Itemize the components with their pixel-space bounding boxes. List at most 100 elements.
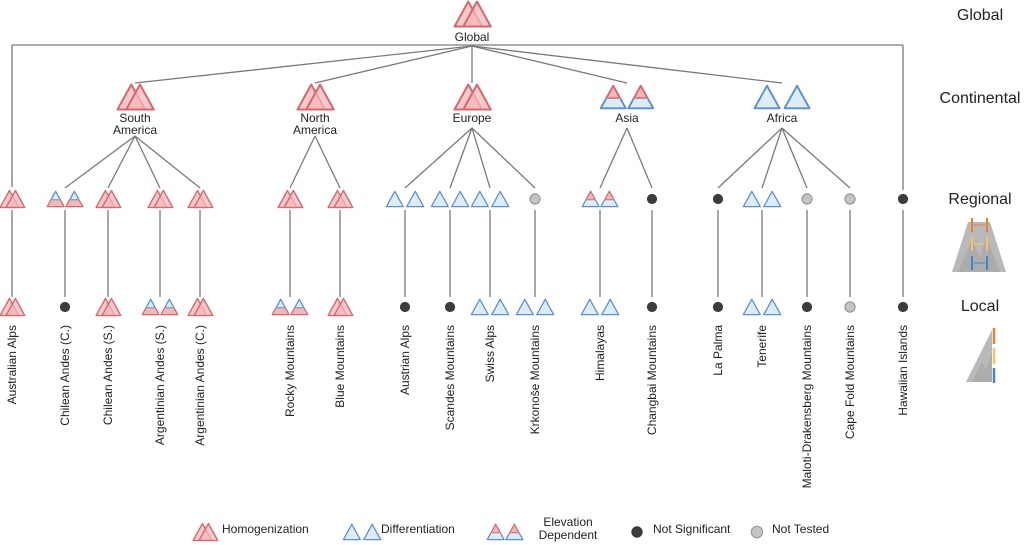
regional-elevation-dependent-inverse-icon [46, 190, 84, 208]
tree-edge [471, 45, 628, 84]
site-label: Swiss Alps [483, 325, 497, 382]
continent-node-icon-eu [453, 83, 492, 111]
elevation-dependent-icon [486, 523, 524, 541]
tree-edge [626, 127, 653, 189]
tree-edge [471, 127, 491, 189]
site-label: Himalayas [593, 325, 607, 381]
site-column [897, 193, 909, 313]
site-column [430, 190, 470, 313]
regional-homogenization-icon [187, 189, 214, 209]
tree-edge [761, 127, 783, 189]
site-column [0, 189, 26, 317]
local-not-significant-dot-icon [59, 301, 71, 313]
tree-edge [134, 45, 473, 84]
legend-item-not-tested: Not Tested [750, 522, 829, 539]
tree-edge [471, 127, 536, 189]
tree-edge [64, 135, 136, 189]
level-label-local: Local [961, 298, 999, 315]
site-column [327, 189, 354, 317]
legend-label: Dependent [539, 528, 598, 542]
tree-edge [717, 127, 783, 189]
legend-label: Homogenization [222, 522, 309, 536]
local-elevation-dependent-inverse-icon [141, 298, 179, 316]
level-label-continental: Continental [940, 90, 1021, 107]
level-label-global: Global [957, 7, 1003, 24]
global-node-icon [453, 0, 492, 28]
site-column [580, 190, 620, 316]
site-column [271, 189, 309, 316]
local-differentiation-icon [580, 298, 620, 316]
tree-edge [134, 135, 161, 189]
site-column [712, 193, 724, 313]
site-label: Hawaiian Islands [896, 325, 910, 416]
continent-node-icon-as [599, 84, 655, 110]
regional-homogenization-icon [95, 189, 122, 209]
site-label: Maloti-Drakensberg Mountains [800, 325, 814, 488]
local-not-tested-dot-icon [844, 301, 856, 313]
tree-edge [404, 127, 473, 189]
regional-homogenization-icon [277, 189, 304, 209]
level-labels: Global Continental Regional Local [940, 7, 1021, 315]
site-label: Argentinian Andes (S.) [153, 325, 167, 445]
not-tested-dot-icon [750, 525, 764, 539]
level-label-regional: Regional [948, 191, 1011, 208]
regional-not-tested-dot-icon [529, 193, 541, 205]
tree-edge [134, 135, 201, 189]
site-column [742, 190, 782, 316]
regional-not-significant-dot-icon [646, 193, 658, 205]
scale-icons [952, 218, 1006, 383]
regional-elevation-dependent-icon [581, 190, 619, 208]
tree-edge [107, 135, 136, 189]
site-column [844, 193, 856, 313]
mountain-range-elevation-bands-icon [952, 218, 1006, 272]
legend: Homogenization Differentiation ElevationDe… [192, 515, 829, 542]
regional-not-significant-dot-icon [897, 193, 909, 205]
site-column [187, 189, 214, 317]
site-label: Chilean Andes (S.) [101, 325, 115, 425]
continent-label: North [300, 111, 329, 125]
local-homogenization-icon [95, 297, 122, 317]
site-column [515, 193, 555, 316]
regional-differentiation-icon [385, 190, 425, 208]
continent-node-icon-af [753, 84, 811, 110]
local-homogenization-icon [0, 297, 26, 317]
regional-differentiation-icon [430, 190, 470, 208]
tree-edge [449, 127, 473, 189]
site-label: Cape Fold Mountains [843, 325, 857, 439]
tree-edge [289, 135, 316, 189]
global-node-label: Global [455, 30, 490, 44]
local-not-significant-dot-icon [712, 301, 724, 313]
site-column [801, 193, 813, 313]
local-differentiation-icon [742, 298, 782, 316]
site-label: Krkonoše Mountains [528, 325, 542, 434]
continent-label: America [113, 123, 157, 137]
site-label: Scandes Mountains [443, 325, 457, 430]
continent-node-icon-na [296, 83, 335, 111]
site-label: Argentinian Andes (C.) [193, 325, 207, 446]
continent-node-icon-sa [116, 83, 155, 111]
regional-not-tested-dot-icon [801, 193, 813, 205]
tree-edge [471, 45, 783, 84]
local-not-significant-dot-icon [444, 301, 456, 313]
local-elevation-dependent-inverse-icon [271, 298, 309, 316]
regional-differentiation-icon [470, 190, 510, 208]
local-differentiation-icon [515, 298, 555, 316]
site-column [646, 193, 658, 313]
regional-homogenization-icon [327, 189, 354, 209]
site-column [385, 190, 425, 313]
legend-item-differentiation: Differentiation [342, 522, 455, 541]
site-column [141, 189, 179, 316]
differentiation-icon [342, 523, 382, 541]
legend-item-homogenization: Homogenization [192, 522, 309, 542]
regional-not-tested-dot-icon [844, 193, 856, 205]
legend-label: Differentiation [381, 522, 455, 536]
continent-label: Asia [615, 111, 639, 125]
legend-item-not-significant: Not Significant [631, 522, 731, 538]
site-label: Austrian Alps [398, 325, 412, 395]
local-not-significant-dot-icon [801, 301, 813, 313]
local-homogenization-icon [187, 297, 214, 317]
not-significant-dot-icon [631, 526, 643, 538]
